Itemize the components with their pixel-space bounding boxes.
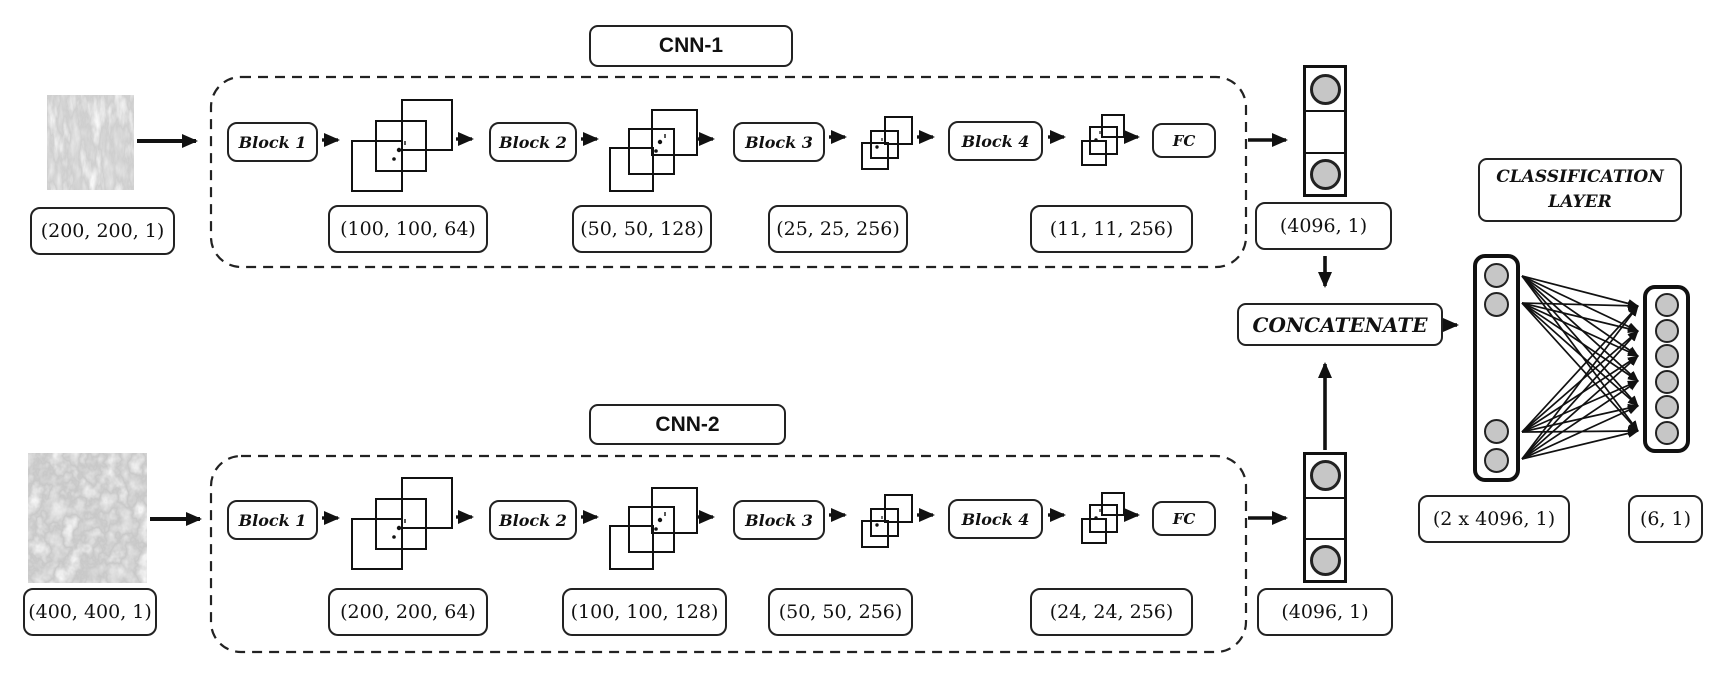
cnn2-title: CNN-2 [589,404,786,445]
cnn1-output-vector [1303,65,1347,197]
cnn2-container [209,454,1248,654]
input-image-cnn2 [28,453,147,583]
cnn1-input-dim-label: (200, 200, 1) [30,207,175,255]
neuron-node [1484,419,1509,444]
neuron-node [1654,318,1679,343]
cnn1-stage-label-3: (25, 25, 256) [768,205,908,253]
neuron-group-bottom [1484,419,1509,473]
classification-layer-title: CLASSIFICATION LAYER [1478,158,1682,222]
final-output-dim-label: (6, 1) [1628,495,1703,543]
vector-cell [1306,152,1344,194]
neuron-node [1654,420,1679,445]
cnn2-block-2: Block 2 [489,500,577,540]
cnn1-container [209,75,1248,269]
neuron-node [1309,544,1341,576]
cnn2-featuremap-cluster-1 [351,477,453,570]
cnn1-title: CNN-1 [589,25,793,67]
cnn2-block-4: Block 4 [948,499,1043,539]
vector-cell [1306,455,1344,497]
neuron-node [1484,292,1509,317]
cnn2-featuremap-cluster-4 [1081,492,1125,544]
cnn1-flow-arrows [322,130,1288,147]
cnn1-stage-label-1: (100, 100, 64) [328,205,488,253]
cnn1-block-2: Block 2 [489,122,577,162]
neuron-node [1654,395,1679,420]
cnn2-output-vector [1303,452,1347,583]
cnn1-stage-label-4: (11, 11, 256) [1030,205,1193,253]
cnn2-fc: FC [1152,501,1216,536]
neuron-node [1654,344,1679,369]
neuron-node [1484,448,1509,473]
neuron-node [1484,263,1509,288]
cnn1-fc: FC [1152,123,1216,158]
input-arrows [137,134,202,526]
vector-cell [1306,538,1344,580]
cnn2-featuremap-cluster-3 [861,494,913,548]
cnn1-featuremap-cluster-1 [351,99,453,192]
cnn2-output-dim-label: (4096, 1) [1257,588,1393,636]
vector-cell [1306,68,1344,110]
vector-cell [1306,496,1344,539]
cnn2-stage-label-1: (200, 200, 64) [328,588,488,636]
neuron-node [1309,460,1341,492]
neuron-node [1654,293,1679,317]
neuron-group-top [1484,263,1509,317]
cnn1-featuremap-cluster-4 [1081,114,1125,166]
classification-output-vector [1643,285,1690,453]
neuron-node [1309,158,1341,190]
concat-dim-label: (2 x 4096, 1) [1418,495,1570,543]
vector-cell [1306,110,1344,152]
concatenate-box: CONCATENATE [1237,303,1443,346]
cnn2-stage-label-2: (100, 100, 128) [562,588,727,636]
cnn2-stage-label-4: (24, 24, 256) [1030,588,1193,636]
cnn1-featuremap-cluster-3 [861,116,913,170]
cnn1-block-4: Block 4 [948,121,1043,161]
cnn2-block-1: Block 1 [227,500,318,540]
cnn2-block-3: Block 3 [733,500,825,540]
cnn1-block-1: Block 1 [227,122,318,162]
input-image-cnn1 [47,95,134,190]
cnn1-stage-label-2: (50, 50, 128) [572,205,712,253]
cnn1-output-dim-label: (4096, 1) [1255,202,1392,250]
neuron-node [1654,369,1679,394]
cnn2-input-dim-label: (400, 400, 1) [23,588,157,636]
cnn2-flow-arrows [322,508,1288,525]
neuron-node [1309,73,1341,105]
merge-arrows [1318,256,1459,450]
cnn1-block-3: Block 3 [733,122,825,162]
fully-connected-links [1521,275,1639,460]
cnn2-featuremap-cluster-2 [609,487,698,570]
cnn2-stage-label-3: (50, 50, 256) [768,588,913,636]
cnn1-featuremap-cluster-2 [609,109,698,192]
concatenated-vector [1473,254,1520,482]
